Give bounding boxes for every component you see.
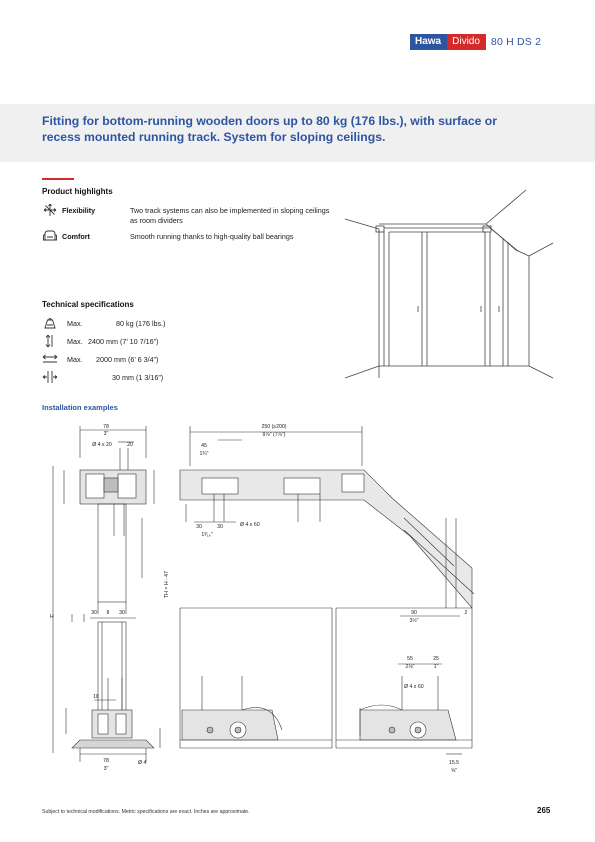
dim-18: 18 <box>93 694 99 700</box>
dim-screw2: Ø 4 x 60 <box>404 684 424 690</box>
dim-bottom-width: 78 <box>103 758 109 764</box>
brand-primary: Hawa <box>410 34 448 50</box>
dim-hole: Ø 4 x 20 <box>92 442 112 448</box>
spec-value-width: 2000 mm (6’ 6 3/4”) <box>96 355 159 364</box>
dim-250: 250 (≥200) <box>261 424 286 430</box>
dim-250-in: 9⅞" (7⅞") <box>262 432 285 438</box>
page-title: Fitting for bottom-running wooden doors … <box>42 114 497 144</box>
highlight-label-comfort: Comfort <box>62 232 90 241</box>
dim-30d: 30 <box>119 610 125 616</box>
dim-30b: 30 <box>217 524 223 530</box>
thickness-icon <box>42 371 58 383</box>
dim-h: H <box>50 614 54 620</box>
dim-30c: 30 <box>91 610 97 616</box>
dim-bottom-width-in: 3" <box>104 766 109 772</box>
highlights-heading: Product highlights <box>42 187 113 196</box>
room-illustration <box>344 189 554 379</box>
dim-15: 15.5 <box>449 760 459 766</box>
product-code: 80 H DS 2 <box>490 36 542 48</box>
dim-top-width: 78 <box>103 424 109 430</box>
dim-45: 45 <box>201 443 207 449</box>
dim-15-in: ⅝" <box>451 768 457 774</box>
dim-90-in: 3½" <box>409 617 418 624</box>
dim-20: 20 <box>127 442 133 448</box>
dim-90: 90 <box>411 610 417 616</box>
dim-1316: 1³⁄₁₆" <box>201 532 212 538</box>
spec-value-weight: 80 kg (176 lbs.) <box>116 319 166 328</box>
spec-value-height: 2400 mm (7’ 10 7/16”) <box>88 337 159 346</box>
dim-th: TH = H - 47 <box>164 571 170 598</box>
dim-screw: Ø 4 x 60 <box>240 522 260 528</box>
highlight-text-flexibility: Two track systems can also be implemente… <box>130 206 330 225</box>
highlight-text-comfort: Smooth running thanks to high-quality ba… <box>130 232 294 241</box>
dim-25-in: 1" <box>434 664 439 670</box>
spec-prefix: Max. <box>67 319 83 328</box>
installation-drawings: 78 3" Ø 4 x 20 20 H TH = H - 47 250 (≥20… <box>50 424 475 774</box>
dim-55-in: 2⅛" <box>405 664 414 670</box>
comfort-icon <box>43 230 57 241</box>
highlight-label-flexibility: Flexibility <box>62 206 96 215</box>
dim-30a: 30 <box>196 524 202 530</box>
brand-secondary: Divido <box>447 34 486 50</box>
dim-phi4: Ø 4 <box>138 760 146 766</box>
height-icon <box>45 334 53 348</box>
specs-heading: Technical specifications <box>42 300 134 309</box>
accent-rule <box>42 178 74 180</box>
page-number: 265 <box>537 806 551 815</box>
dim-55: 55 <box>407 656 413 662</box>
footer-note: Subject to technical modifications. Metr… <box>42 809 250 815</box>
dim-8: 8 <box>107 610 110 616</box>
spec-prefix: Max. <box>67 355 83 364</box>
installation-heading: Installation examples <box>42 403 118 412</box>
dim-top-width-in: 3" <box>104 431 109 437</box>
title-band <box>0 104 595 162</box>
spec-prefix: Max. <box>67 337 83 346</box>
dim-2: 2 <box>465 610 468 616</box>
brand-badge: Hawa Divido 80 H DS 2 <box>410 34 541 50</box>
spec-value-thickness: 30 mm (1 3/16”) <box>112 373 164 382</box>
weight-icon <box>44 318 56 329</box>
flexibility-icon <box>43 203 57 216</box>
dim-45-in: 1¾" <box>199 451 208 457</box>
dim-25: 25 <box>433 656 439 662</box>
width-icon <box>42 354 58 363</box>
